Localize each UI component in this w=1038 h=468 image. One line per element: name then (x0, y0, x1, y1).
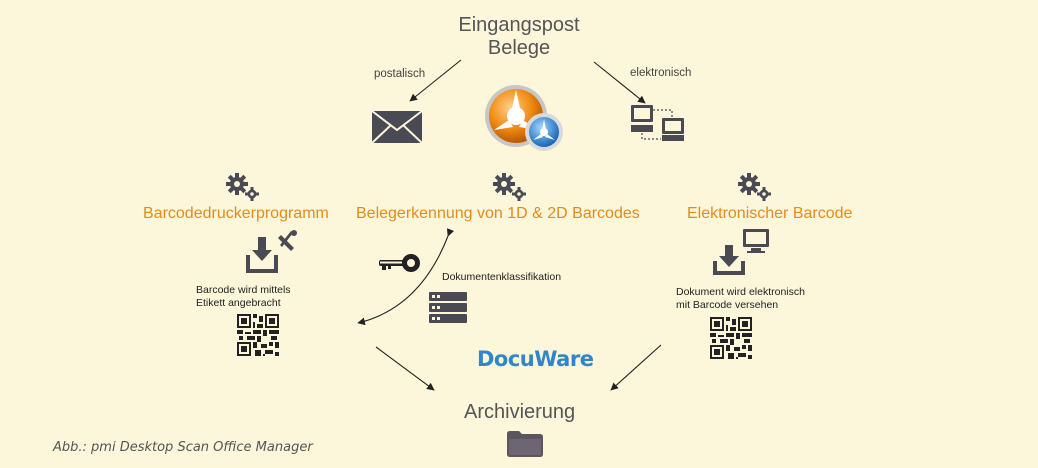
app-logo-icon (485, 85, 563, 151)
folder-icon (507, 431, 543, 457)
gears-icon (493, 173, 526, 201)
figure-caption: Abb.: pmi Desktop Scan Office Manager (53, 440, 313, 455)
note-electronic-line2: mit Barcode versehen (676, 299, 779, 311)
arrow-electronic (593, 61, 646, 104)
archive-label: Archivierung (464, 401, 576, 423)
arrow-postal (409, 59, 462, 102)
arrow-right-to-archive (610, 344, 662, 391)
gears-icon (738, 173, 771, 201)
note-label-line1: Barcode wird mittels (196, 284, 291, 296)
note-label: Barcode wird mittels Etikett angebracht (196, 284, 291, 310)
download-tools-icon (246, 230, 297, 273)
note-label-line2: Etikett angebracht (196, 297, 281, 309)
header-title: Eingangspost Belege (0, 14, 1038, 60)
qr-code-icon (710, 317, 752, 359)
header-line2: Belege (487, 37, 551, 59)
computers-icon (631, 105, 684, 141)
arrow-recognition-curve (357, 228, 455, 326)
envelope-icon (371, 110, 423, 144)
method-barcode-printer: Barcodedruckerprogramm (143, 205, 329, 222)
label-postal: postalisch (374, 68, 426, 80)
header-line1: Eingangspost (458, 14, 580, 36)
download-monitor-icon (713, 229, 769, 275)
note-electronic-line1: Dokument wird elektronisch (676, 286, 805, 298)
arrow-left-to-archive (375, 346, 435, 391)
method-electronic-barcode: Elektronischer Barcode (687, 205, 853, 222)
server-icon (429, 292, 467, 323)
note-classification: Dokumentenklassifikation (442, 271, 562, 283)
method-recognition: Belegerkennung von 1D & 2D Barcodes (356, 205, 640, 222)
key-icon (379, 254, 420, 272)
qr-code-icon (237, 314, 279, 356)
gears-icon (226, 173, 259, 201)
docuware-logo: DocuWare (477, 347, 594, 371)
note-electronic: Dokument wird elektronisch mit Barcode v… (676, 286, 805, 312)
label-electronic: elektronisch (630, 67, 692, 79)
